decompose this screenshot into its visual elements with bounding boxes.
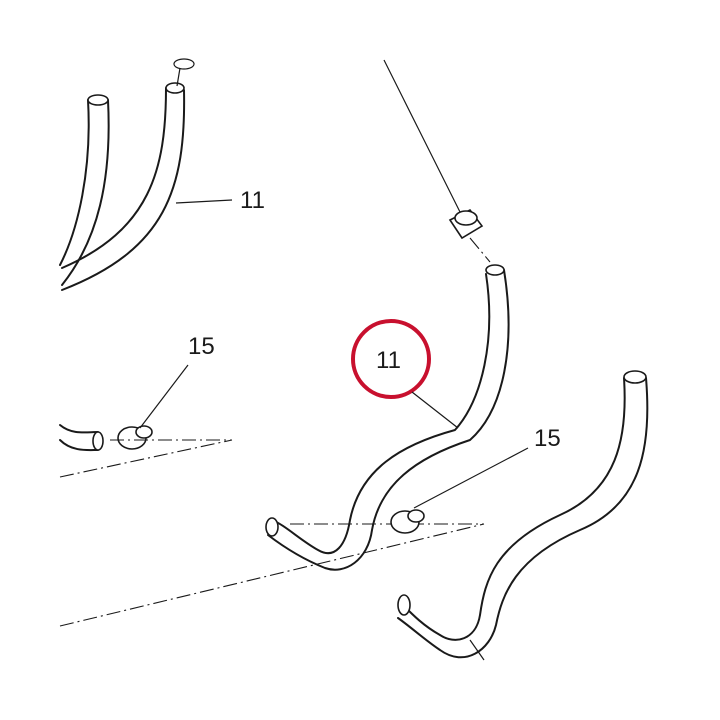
- hose-lower-right-outer: [399, 377, 626, 641]
- leader-11-highlighted: [411, 391, 459, 429]
- fitting-top-stem: [176, 67, 181, 87]
- clamp-left-group: 15: [59, 333, 233, 478]
- hose-11-highlighted-bottom-end: [265, 517, 279, 537]
- hose-11-upper: [61, 87, 186, 291]
- label-11-highlighted: 11: [376, 347, 401, 374]
- hose-11-highlighted-right: [267, 269, 510, 571]
- hose-left-end: [87, 94, 109, 106]
- callout-11-highlighted: 11: [351, 319, 459, 429]
- label-15-left: 15: [188, 333, 215, 360]
- nut-face: [454, 210, 478, 226]
- axis-right: [59, 523, 485, 627]
- clamp-right-tab: [407, 509, 425, 523]
- label-15-right: 15: [534, 425, 561, 452]
- hose-lower-right-group: [397, 370, 649, 661]
- hose-upper-left-group: [59, 58, 195, 291]
- hose-lower-right-top-end: [623, 370, 647, 384]
- callout-11-upper: 11: [175, 187, 265, 214]
- clamp-left-tab: [135, 425, 153, 439]
- fitting-top: [173, 58, 195, 70]
- reference-line-bottom: [469, 639, 485, 661]
- hose-left-outer: [59, 99, 110, 286]
- hose-lower-right-inner: [397, 377, 649, 659]
- hose-lower-right-bottom-end: [397, 594, 411, 616]
- leader-15-right: [413, 447, 529, 509]
- label-11-upper: 11: [240, 187, 265, 214]
- leader-15-left: [139, 364, 189, 429]
- hose-left-stub: [59, 424, 99, 452]
- highlight-circle: [351, 319, 431, 399]
- reference-line-top: [383, 59, 461, 213]
- nut-axis: [469, 237, 491, 263]
- nut-top: [448, 208, 491, 263]
- leader-11-upper: [175, 199, 233, 204]
- hose-11-highlighted-left: [271, 273, 491, 555]
- axis-left: [59, 439, 233, 478]
- hose-11-highlighted-top-end: [485, 264, 505, 276]
- clamp-right-group: 15: [59, 425, 561, 627]
- hose-11-upper-end: [165, 82, 185, 94]
- hose-left-stub-end: [92, 431, 104, 451]
